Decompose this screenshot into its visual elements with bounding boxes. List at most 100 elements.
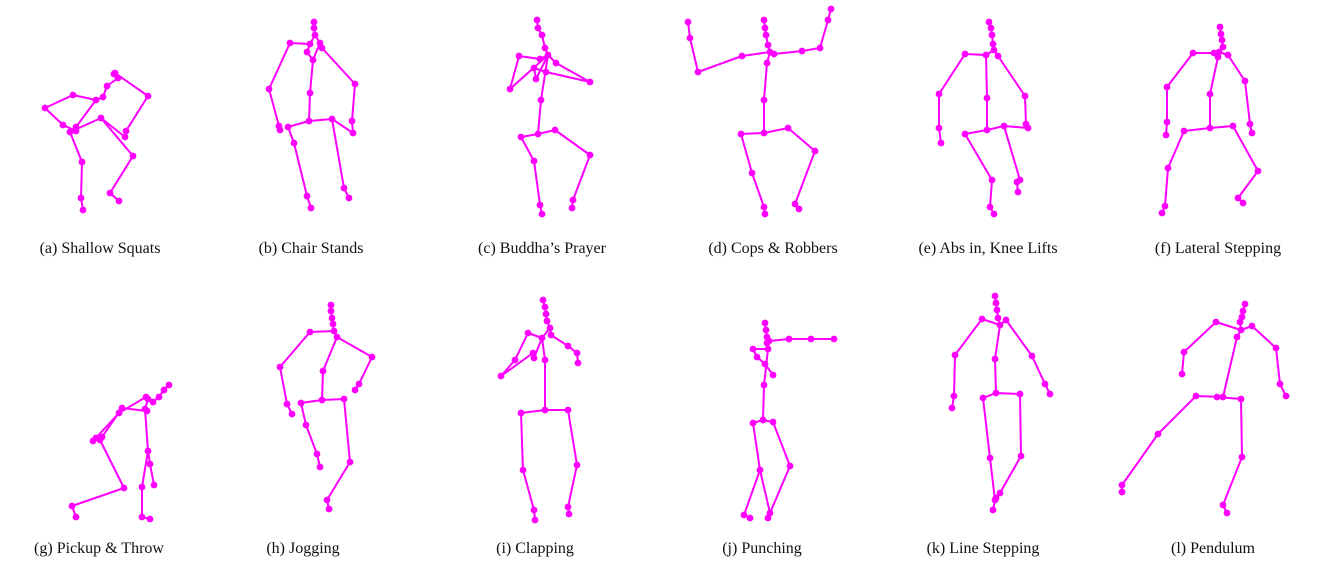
joint-j-17 <box>756 466 764 474</box>
joint-i-1 <box>541 303 549 311</box>
joint-a-12 <box>121 133 129 141</box>
bone-h-5 <box>309 330 335 333</box>
joint-d-13 <box>827 5 835 13</box>
joint-b-6 <box>303 48 311 56</box>
joint-f-7 <box>1189 49 1197 57</box>
joint-i-20 <box>530 506 538 514</box>
joint-l-21 <box>1219 501 1227 509</box>
bone-a-10 <box>125 95 149 132</box>
joint-e-15 <box>983 126 991 134</box>
joint-k-19 <box>989 506 997 514</box>
joint-f-13 <box>1246 120 1254 128</box>
joint-c-17 <box>530 157 538 165</box>
bone-c-22 <box>572 154 591 201</box>
joint-c-14 <box>534 130 542 138</box>
joint-k-11 <box>1041 380 1049 388</box>
joint-h-11 <box>355 380 363 388</box>
bone-h-15 <box>321 398 345 401</box>
bone-e-21 <box>1003 125 1021 181</box>
joint-g-20 <box>138 483 146 491</box>
joint-l-6 <box>1212 318 1220 326</box>
bone-l-10 <box>1275 347 1281 385</box>
joint-h-10 <box>368 353 376 361</box>
joint-j-15 <box>749 419 757 427</box>
joint-c-5 <box>552 59 560 67</box>
joint-k-9 <box>1002 316 1010 324</box>
joint-a-17 <box>77 194 85 202</box>
bone-a-16 <box>69 131 83 163</box>
joint-g-10 <box>89 437 97 445</box>
joint-k-15 <box>979 394 987 402</box>
bone-h-13 <box>321 370 324 401</box>
joint-e-5 <box>982 51 990 59</box>
joint-e-9 <box>937 139 945 147</box>
joint-i-2 <box>542 310 550 318</box>
joint-j-9 <box>765 337 773 345</box>
bone-l-7 <box>1181 351 1185 375</box>
joint-j-10 <box>785 335 793 343</box>
bone-e-18 <box>964 133 993 181</box>
joint-c-16 <box>551 126 559 134</box>
joint-d-3 <box>764 41 772 49</box>
bone-l-17 <box>1121 433 1159 486</box>
joint-c-6 <box>536 55 544 63</box>
joint-i-9 <box>497 372 505 380</box>
bone-i-15 <box>541 337 546 361</box>
joint-e-23 <box>1014 188 1022 196</box>
joint-b-11 <box>276 126 284 134</box>
joint-f-16 <box>1206 124 1214 132</box>
joint-i-16 <box>541 406 549 414</box>
joint-h-14 <box>318 396 326 404</box>
bone-k-6 <box>953 354 956 397</box>
bone-d-5 <box>741 51 771 57</box>
joint-l-8 <box>1178 370 1186 378</box>
joint-k-16 <box>1016 390 1024 398</box>
bone-e-19 <box>989 179 993 208</box>
bone-l-12 <box>1222 336 1238 398</box>
bone-e-17 <box>1003 125 1029 129</box>
joint-j-7 <box>761 360 769 368</box>
bone-j-19 <box>772 421 791 467</box>
joint-c-13 <box>537 96 545 104</box>
joint-a-15 <box>97 114 105 122</box>
skeleton-b <box>265 18 359 212</box>
joint-f-8 <box>1163 83 1171 91</box>
bone-e-5 <box>964 53 987 56</box>
caption-k: (k) Line Stepping <box>926 540 1040 557</box>
joint-l-15 <box>1213 393 1221 401</box>
joint-l-17 <box>1154 430 1162 438</box>
joint-i-14 <box>574 359 582 367</box>
joint-h-7 <box>276 363 284 371</box>
bone-f-14 <box>1209 56 1219 95</box>
bone-l-16 <box>1157 395 1197 435</box>
joint-b-20 <box>303 192 311 200</box>
joint-i-3 <box>543 317 551 325</box>
joint-g-14 <box>146 460 154 468</box>
bone-j-17 <box>743 469 761 516</box>
bone-g-17 <box>99 439 125 489</box>
bone-k-5 <box>954 318 983 356</box>
joint-e-4 <box>990 46 998 54</box>
joint-e-14 <box>983 94 991 102</box>
joint-a-2 <box>114 74 122 82</box>
joint-a-19 <box>129 152 137 160</box>
joint-f-23 <box>1234 194 1242 202</box>
bone-k-12 <box>994 324 1001 360</box>
joint-d-17 <box>737 130 745 138</box>
skeleton-g <box>68 381 173 523</box>
joint-c-15 <box>517 133 525 141</box>
joint-l-3 <box>1236 318 1244 326</box>
joint-e-19 <box>986 203 994 211</box>
joint-f-21 <box>1158 209 1166 217</box>
joint-i-8 <box>511 356 519 364</box>
joint-j-5 <box>749 345 757 353</box>
bone-k-15 <box>995 392 1021 395</box>
bone-j-22 <box>759 469 771 514</box>
bone-f-12 <box>1244 80 1251 125</box>
joint-g-19 <box>72 513 80 521</box>
skeleton-f <box>1158 23 1262 217</box>
joint-l-5 <box>1233 333 1241 341</box>
bone-i-22 <box>567 409 578 466</box>
joint-d-11 <box>816 44 824 52</box>
bone-j-13 <box>762 384 765 421</box>
